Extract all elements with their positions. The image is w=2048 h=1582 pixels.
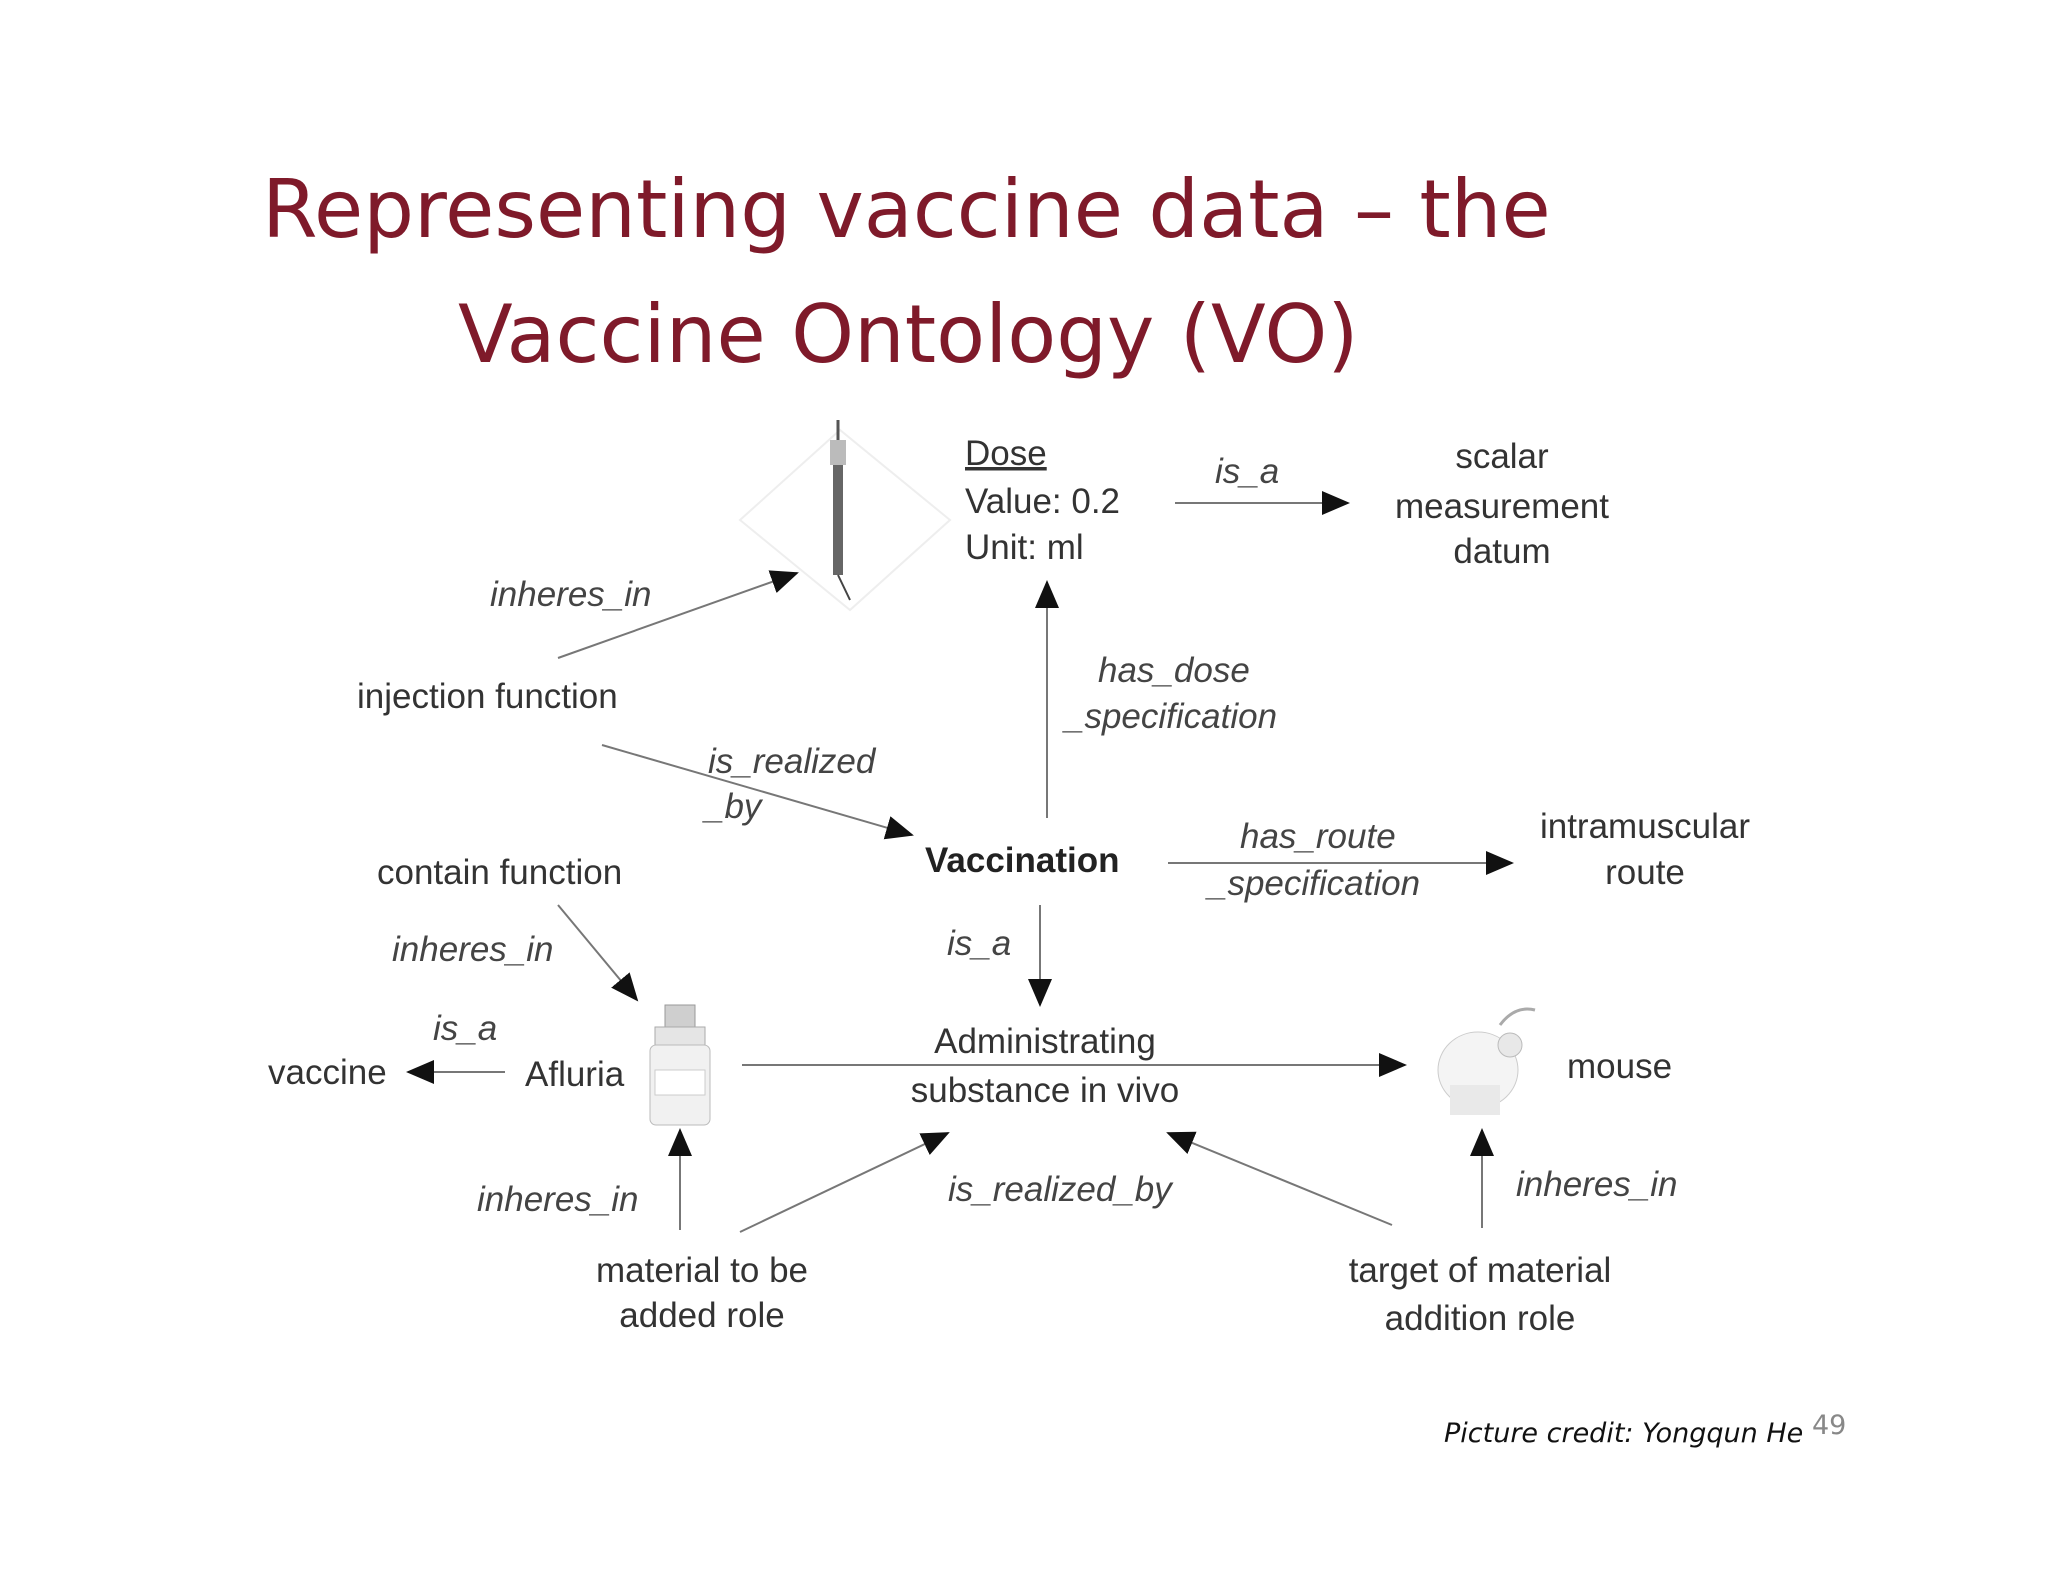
label-has-dose-line2: _specification — [1062, 697, 1277, 736]
scalar-measurement-datum-line3: datum — [1453, 532, 1550, 571]
target-role-line1: target of material — [1349, 1251, 1612, 1290]
edge-target-is-realized-by — [1166, 1131, 1393, 1226]
target-role-line2: addition role — [1385, 1299, 1576, 1338]
page-number: 49 — [1812, 1410, 1847, 1441]
administrating-substance-line1: Administrating — [934, 1022, 1156, 1061]
injection-function: injection function — [357, 677, 618, 716]
intramuscular-route-line1: intramuscular — [1540, 807, 1750, 846]
label-is-realized-line2: _by — [702, 787, 764, 826]
intramuscular-route-line2: route — [1605, 853, 1685, 892]
administrating-substance-line2: substance in vivo — [911, 1071, 1179, 1110]
mouse-node: mouse — [1567, 1047, 1672, 1086]
scalar-measurement-datum-line1: scalar — [1455, 437, 1549, 476]
dose-heading: Dose — [965, 434, 1047, 473]
label-has-route-line1: has_route — [1240, 817, 1396, 856]
material-role-line2: added role — [619, 1296, 784, 1335]
label-vaccination-is-a: is_a — [947, 924, 1011, 963]
label-has-route-line2: _specification — [1205, 864, 1420, 903]
label-afluria-is-a: is_a — [433, 1009, 497, 1048]
syringe-icon — [738, 420, 952, 612]
label-has-dose-line1: has_dose — [1098, 651, 1250, 690]
label-is-realized-line1: is_realized — [708, 742, 877, 781]
picture-credit: Picture credit: Yongqun He — [1444, 1418, 1804, 1449]
slide-title-line1: Representing vaccine data – the — [262, 163, 1551, 256]
scalar-measurement-datum-line2: measurement — [1395, 487, 1609, 526]
edge-contain-inheres-in — [557, 904, 639, 1002]
label-dose-is-a: is_a — [1215, 452, 1279, 491]
label-inheres-in-material: inheres_in — [477, 1180, 639, 1219]
edge-injection-inheres-in — [557, 570, 799, 659]
contain-function: contain function — [377, 853, 622, 892]
label-inheres-in-vial: inheres_in — [392, 930, 554, 969]
edge-material-is-realized-by — [739, 1132, 950, 1233]
label-inheres-in-mouse: inheres_in — [1516, 1165, 1678, 1204]
material-role-line1: material to be — [596, 1251, 808, 1290]
label-inheres-in-syringe: inheres_in — [490, 575, 652, 614]
mouse-icon — [1437, 1007, 1536, 1115]
label-is-realized-by: is_realized_by — [948, 1170, 1174, 1209]
vaccine-node: vaccine — [268, 1053, 387, 1092]
afluria-node: Afluria — [525, 1055, 625, 1094]
slide-title-line2: Vaccine Ontology (VO) — [458, 288, 1359, 381]
dose-value: Value: 0.2 — [965, 482, 1120, 521]
vaccination-node: Vaccination — [925, 841, 1120, 880]
dose-unit: Unit: ml — [965, 528, 1084, 567]
vial-icon — [649, 1004, 711, 1126]
edge-is-realized-by-injection — [601, 744, 914, 840]
